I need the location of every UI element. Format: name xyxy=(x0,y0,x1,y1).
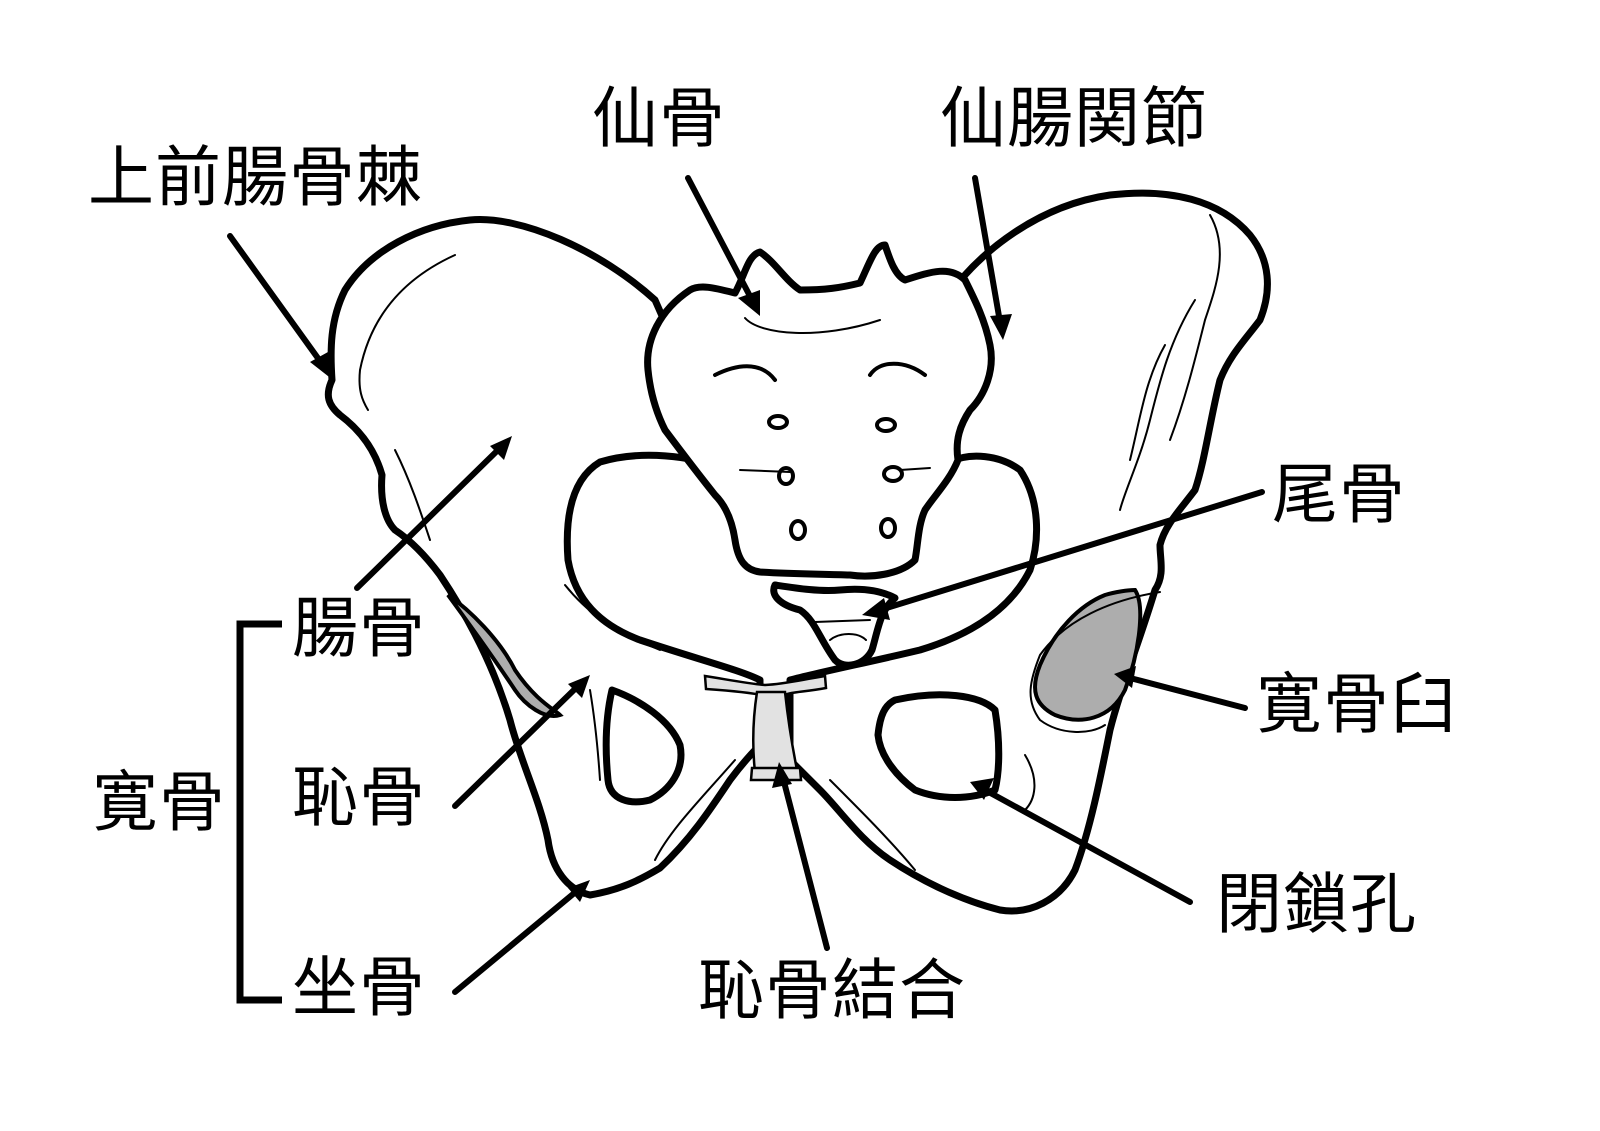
arrowhead-ischium xyxy=(568,880,590,902)
arrow-ilium xyxy=(354,445,503,591)
left-ilium-detail-2 xyxy=(394,449,431,541)
sacrum-ala-left xyxy=(713,364,777,382)
left-acetabulum-shading xyxy=(446,593,564,718)
coccyx-outline xyxy=(770,581,899,669)
sacrum-line-r xyxy=(899,467,931,471)
arrow-pubis xyxy=(452,683,581,809)
arrow-asis xyxy=(227,233,328,371)
arrowhead-coccyx xyxy=(862,598,890,620)
arrow-coccyx xyxy=(877,489,1265,613)
right-acetabulum xyxy=(1033,587,1143,722)
right-hip-bone xyxy=(786,189,1271,915)
left-ischium-detail xyxy=(654,759,736,861)
label-pubic-symphysis: 恥骨結合 xyxy=(698,952,966,1029)
sacral-foramen-3r xyxy=(879,517,897,539)
label-anterior-superior-iliac-spine: 上前腸骨棘 xyxy=(88,139,423,216)
arrow-sacroiliac-joint xyxy=(972,175,1003,325)
left-obturator-foramen xyxy=(602,686,685,806)
arrow-pubic-symphysis xyxy=(780,775,830,951)
label-coccyx: 尾骨 xyxy=(1272,456,1406,533)
arrowhead-acetabulum xyxy=(1114,666,1136,688)
symphysis-top-bar xyxy=(703,674,828,698)
arrowhead-pubis xyxy=(568,675,590,698)
arrowhead-ilium xyxy=(490,436,512,460)
label-sacrum: 仙骨 xyxy=(592,80,726,157)
label-sacroiliac-joint: 仙腸関節 xyxy=(940,80,1208,157)
sacrum-line-l xyxy=(739,469,791,473)
label-ilium: 腸骨 xyxy=(292,590,426,667)
sacral-foramen-1r xyxy=(875,417,897,433)
label-ischium: 坐骨 xyxy=(292,949,426,1026)
sacrum-outline xyxy=(644,241,995,580)
left-ilium-detail-3 xyxy=(564,584,661,651)
arrowhead-asis xyxy=(310,352,333,380)
label-acetabulum: 寛骨臼 xyxy=(1256,666,1457,743)
left-pubis-detail xyxy=(589,689,601,781)
coccyx xyxy=(770,581,899,669)
sacral-foramen-2l xyxy=(777,466,795,486)
sacrum-promontory-line xyxy=(744,317,881,334)
right-ilium-detail-2 xyxy=(1119,299,1196,511)
coccyx-segment-2 xyxy=(829,633,867,641)
leader-arrows xyxy=(227,175,1265,995)
arrow-obturator-foramen xyxy=(982,787,1193,905)
hip-bone-bracket xyxy=(236,620,282,1004)
arrowhead-sacrum xyxy=(738,290,760,316)
right-ischium-detail xyxy=(829,779,916,871)
right-ilium-detail xyxy=(1169,214,1221,441)
right-acetabulum-rim xyxy=(1029,591,1161,733)
label-pubis: 恥骨 xyxy=(292,759,426,836)
arrowhead-obturator-foramen xyxy=(970,778,994,800)
arrow-acetabulum xyxy=(1127,675,1248,711)
sacrum xyxy=(644,241,995,580)
label-hip-bone: 寛骨 xyxy=(92,764,226,841)
arrowhead-pubic-symphysis xyxy=(772,762,792,788)
right-obturator-foramen xyxy=(874,691,1003,801)
sacral-foramen-3l xyxy=(789,519,807,541)
sacrum-ala-right xyxy=(868,361,927,377)
right-ilium-detail-3 xyxy=(1129,344,1166,461)
right-ischium-detail-2 xyxy=(1024,754,1036,811)
sacral-foramen-1l xyxy=(767,414,789,430)
left-ilium-detail xyxy=(358,254,456,411)
label-obturator-foramen: 閉鎖孔 xyxy=(1216,866,1417,943)
arrow-sacrum xyxy=(685,175,755,303)
coccyx-segment-1 xyxy=(814,619,871,623)
sacral-foramen-2r xyxy=(882,465,904,483)
arrow-ischium xyxy=(452,887,581,995)
arrowhead-sacroiliac-joint xyxy=(990,314,1012,340)
